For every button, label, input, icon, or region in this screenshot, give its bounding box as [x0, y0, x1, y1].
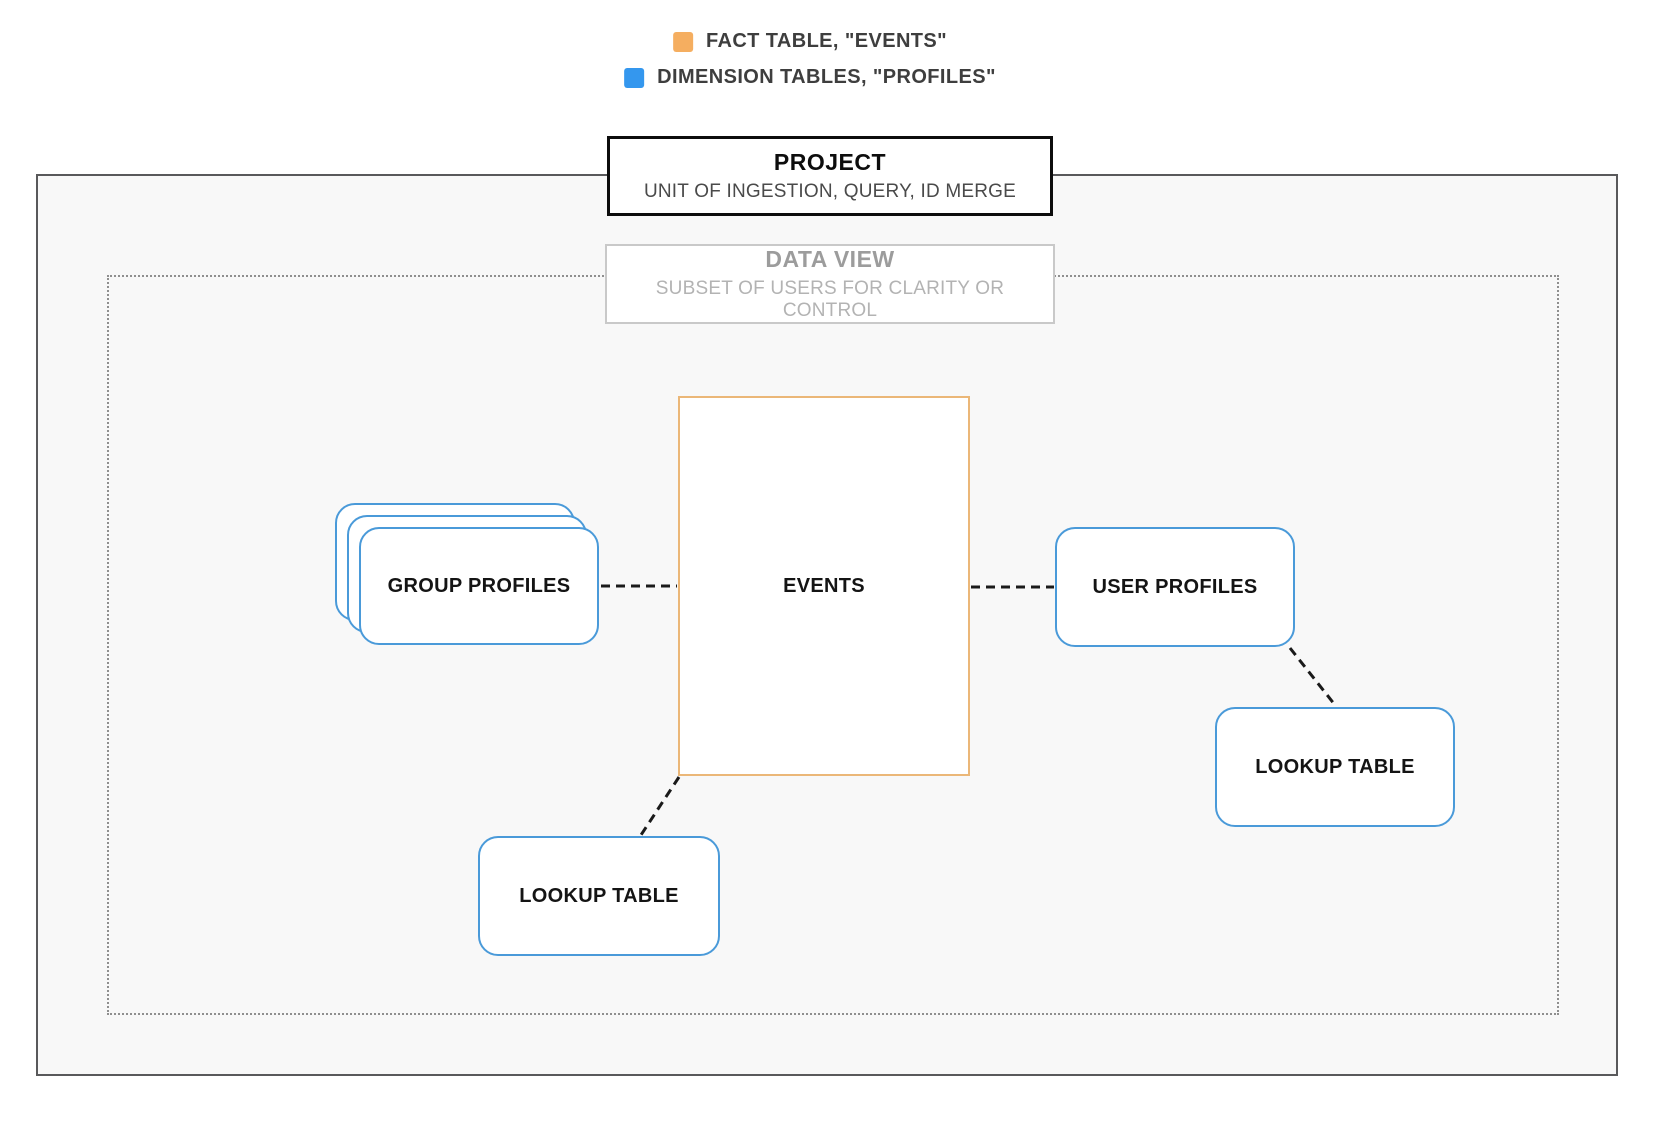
group-profiles-node: GROUP PROFILES	[359, 527, 599, 645]
project-title: PROJECT	[773, 149, 887, 175]
project-header-box: PROJECT UNIT OF INGESTION, QUERY, ID MER…	[607, 136, 1053, 216]
legend-label-dimension-tables: DIMENSION TABLES, "PROFILES"	[657, 66, 996, 88]
data-view-title: DATA VIEW	[765, 246, 895, 272]
lookup-table-right-label: LOOKUP TABLE	[1255, 755, 1415, 778]
user-profiles-label: USER PROFILES	[1092, 575, 1258, 598]
data-view-header-box: DATA VIEW SUBSET OF USERS FOR CLARITY OR…	[605, 244, 1055, 324]
lookup-table-bottom-label: LOOKUP TABLE	[519, 884, 679, 907]
group-profiles-label: GROUP PROFILES	[387, 574, 571, 597]
lookup-table-right-node: LOOKUP TABLE	[1215, 707, 1455, 827]
legend-item-dimension-tables: DIMENSION TABLES, "PROFILES"	[624, 66, 996, 89]
lookup-table-bottom-node: LOOKUP TABLE	[478, 836, 720, 956]
events-node: EVENTS	[678, 396, 970, 776]
project-subtitle: UNIT OF INGESTION, QUERY, ID MERGE	[643, 181, 1017, 202]
data-view-subtitle: SUBSET OF USERS FOR CLARITY OR CONTROL	[655, 278, 1005, 321]
dimension-tables-swatch-icon	[624, 67, 645, 88]
legend-label-fact-table: FACT TABLE, "EVENTS"	[705, 30, 948, 52]
user-profiles-node: USER PROFILES	[1055, 527, 1295, 647]
legend-item-fact-table: FACT TABLE, "EVENTS"	[672, 30, 948, 53]
legend: FACT TABLE, "EVENTS" DIMENSION TABLES, "…	[624, 30, 996, 89]
fact-table-swatch-icon	[672, 31, 693, 52]
events-label: EVENTS	[783, 574, 865, 597]
